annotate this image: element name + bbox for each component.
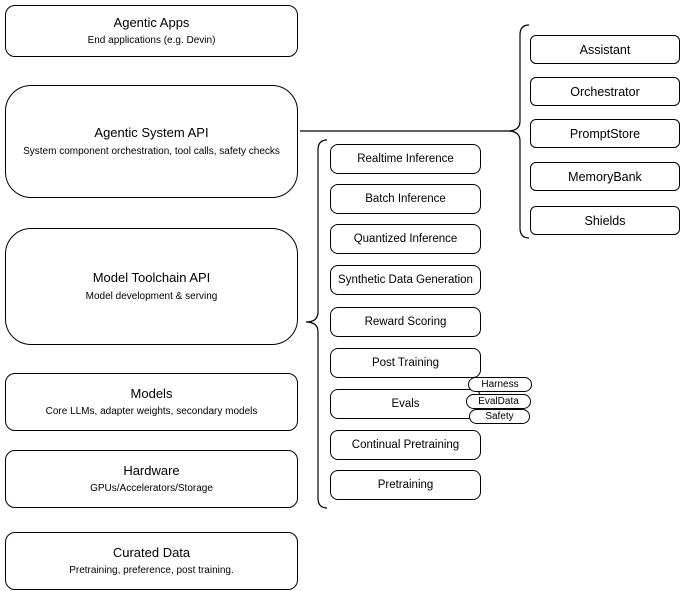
node-orchestrator: Orchestrator bbox=[530, 77, 680, 106]
node-label: PromptStore bbox=[569, 126, 641, 141]
node-title: Agentic System API bbox=[94, 125, 209, 141]
node-subtitle: System component orchestration, tool cal… bbox=[23, 145, 280, 157]
node-subtitle: Model development & serving bbox=[85, 290, 218, 302]
middle-column-brace bbox=[305, 139, 328, 509]
node-title: Models bbox=[130, 385, 173, 401]
tag-harness: Harness bbox=[468, 377, 532, 392]
node-assistant: Assistant bbox=[530, 35, 680, 64]
node-label: Pretraining bbox=[377, 479, 434, 491]
node-subtitle: Core LLMs, adapter weights, secondary mo… bbox=[45, 406, 258, 418]
node-memorybank: MemoryBank bbox=[530, 162, 680, 191]
node-label: Evals bbox=[391, 398, 420, 410]
node-pretraining: Pretraining bbox=[330, 470, 481, 500]
node-reward-scoring: Reward Scoring bbox=[330, 307, 481, 337]
tag-label: Safety bbox=[485, 411, 514, 422]
node-title: Curated Data bbox=[112, 544, 191, 560]
node-label: Continual Pretraining bbox=[351, 439, 460, 451]
node-realtime-inference: Realtime Inference bbox=[330, 144, 481, 174]
node-label: Assistant bbox=[579, 42, 631, 57]
tag-label: EvalData bbox=[478, 396, 519, 407]
right-column-brace bbox=[507, 24, 530, 239]
node-label: Quantized Inference bbox=[353, 233, 458, 245]
node-label: Shields bbox=[584, 213, 626, 228]
node-synthetic-data-generation: Synthetic Data Generation bbox=[330, 265, 481, 295]
node-shields: Shields bbox=[530, 206, 680, 235]
node-agentic-apps: Agentic Apps End applications (e.g. Devi… bbox=[5, 5, 298, 57]
node-model-toolchain-api: Model Toolchain API Model development & … bbox=[5, 228, 298, 345]
tag-evaldata: EvalData bbox=[466, 394, 531, 409]
node-label: Orchestrator bbox=[570, 84, 640, 99]
node-subtitle: GPUs/Accelerators/Storage bbox=[90, 483, 213, 495]
node-label: Batch Inference bbox=[365, 193, 446, 205]
node-evals: Evals bbox=[330, 389, 481, 419]
node-title: Model Toolchain API bbox=[92, 270, 211, 286]
tag-safety: Safety bbox=[469, 409, 530, 424]
node-quantized-inference: Quantized Inference bbox=[330, 224, 481, 254]
tag-label: Harness bbox=[481, 379, 519, 390]
node-post-training: Post Training bbox=[330, 348, 481, 378]
node-models: Models Core LLMs, adapter weights, secon… bbox=[5, 373, 298, 431]
node-agentic-system-api: Agentic System API System component orch… bbox=[5, 85, 298, 198]
node-subtitle: Pretraining, preference, post training. bbox=[69, 565, 234, 577]
node-label: MemoryBank bbox=[568, 169, 642, 184]
node-continual-pretraining: Continual Pretraining bbox=[330, 430, 481, 460]
node-subtitle: End applications (e.g. Devin) bbox=[87, 35, 216, 47]
node-promptstore: PromptStore bbox=[530, 119, 680, 148]
node-label: Realtime Inference bbox=[357, 153, 454, 165]
node-label: Synthetic Data Generation bbox=[338, 274, 473, 286]
node-label: Post Training bbox=[371, 357, 440, 369]
node-title: Hardware bbox=[123, 462, 180, 478]
node-hardware: Hardware GPUs/Accelerators/Storage bbox=[5, 450, 298, 508]
node-title: Agentic Apps bbox=[113, 14, 190, 30]
node-curated-data: Curated Data Pretraining, preference, po… bbox=[5, 532, 298, 590]
node-label: Reward Scoring bbox=[364, 316, 447, 328]
node-batch-inference: Batch Inference bbox=[330, 184, 481, 214]
